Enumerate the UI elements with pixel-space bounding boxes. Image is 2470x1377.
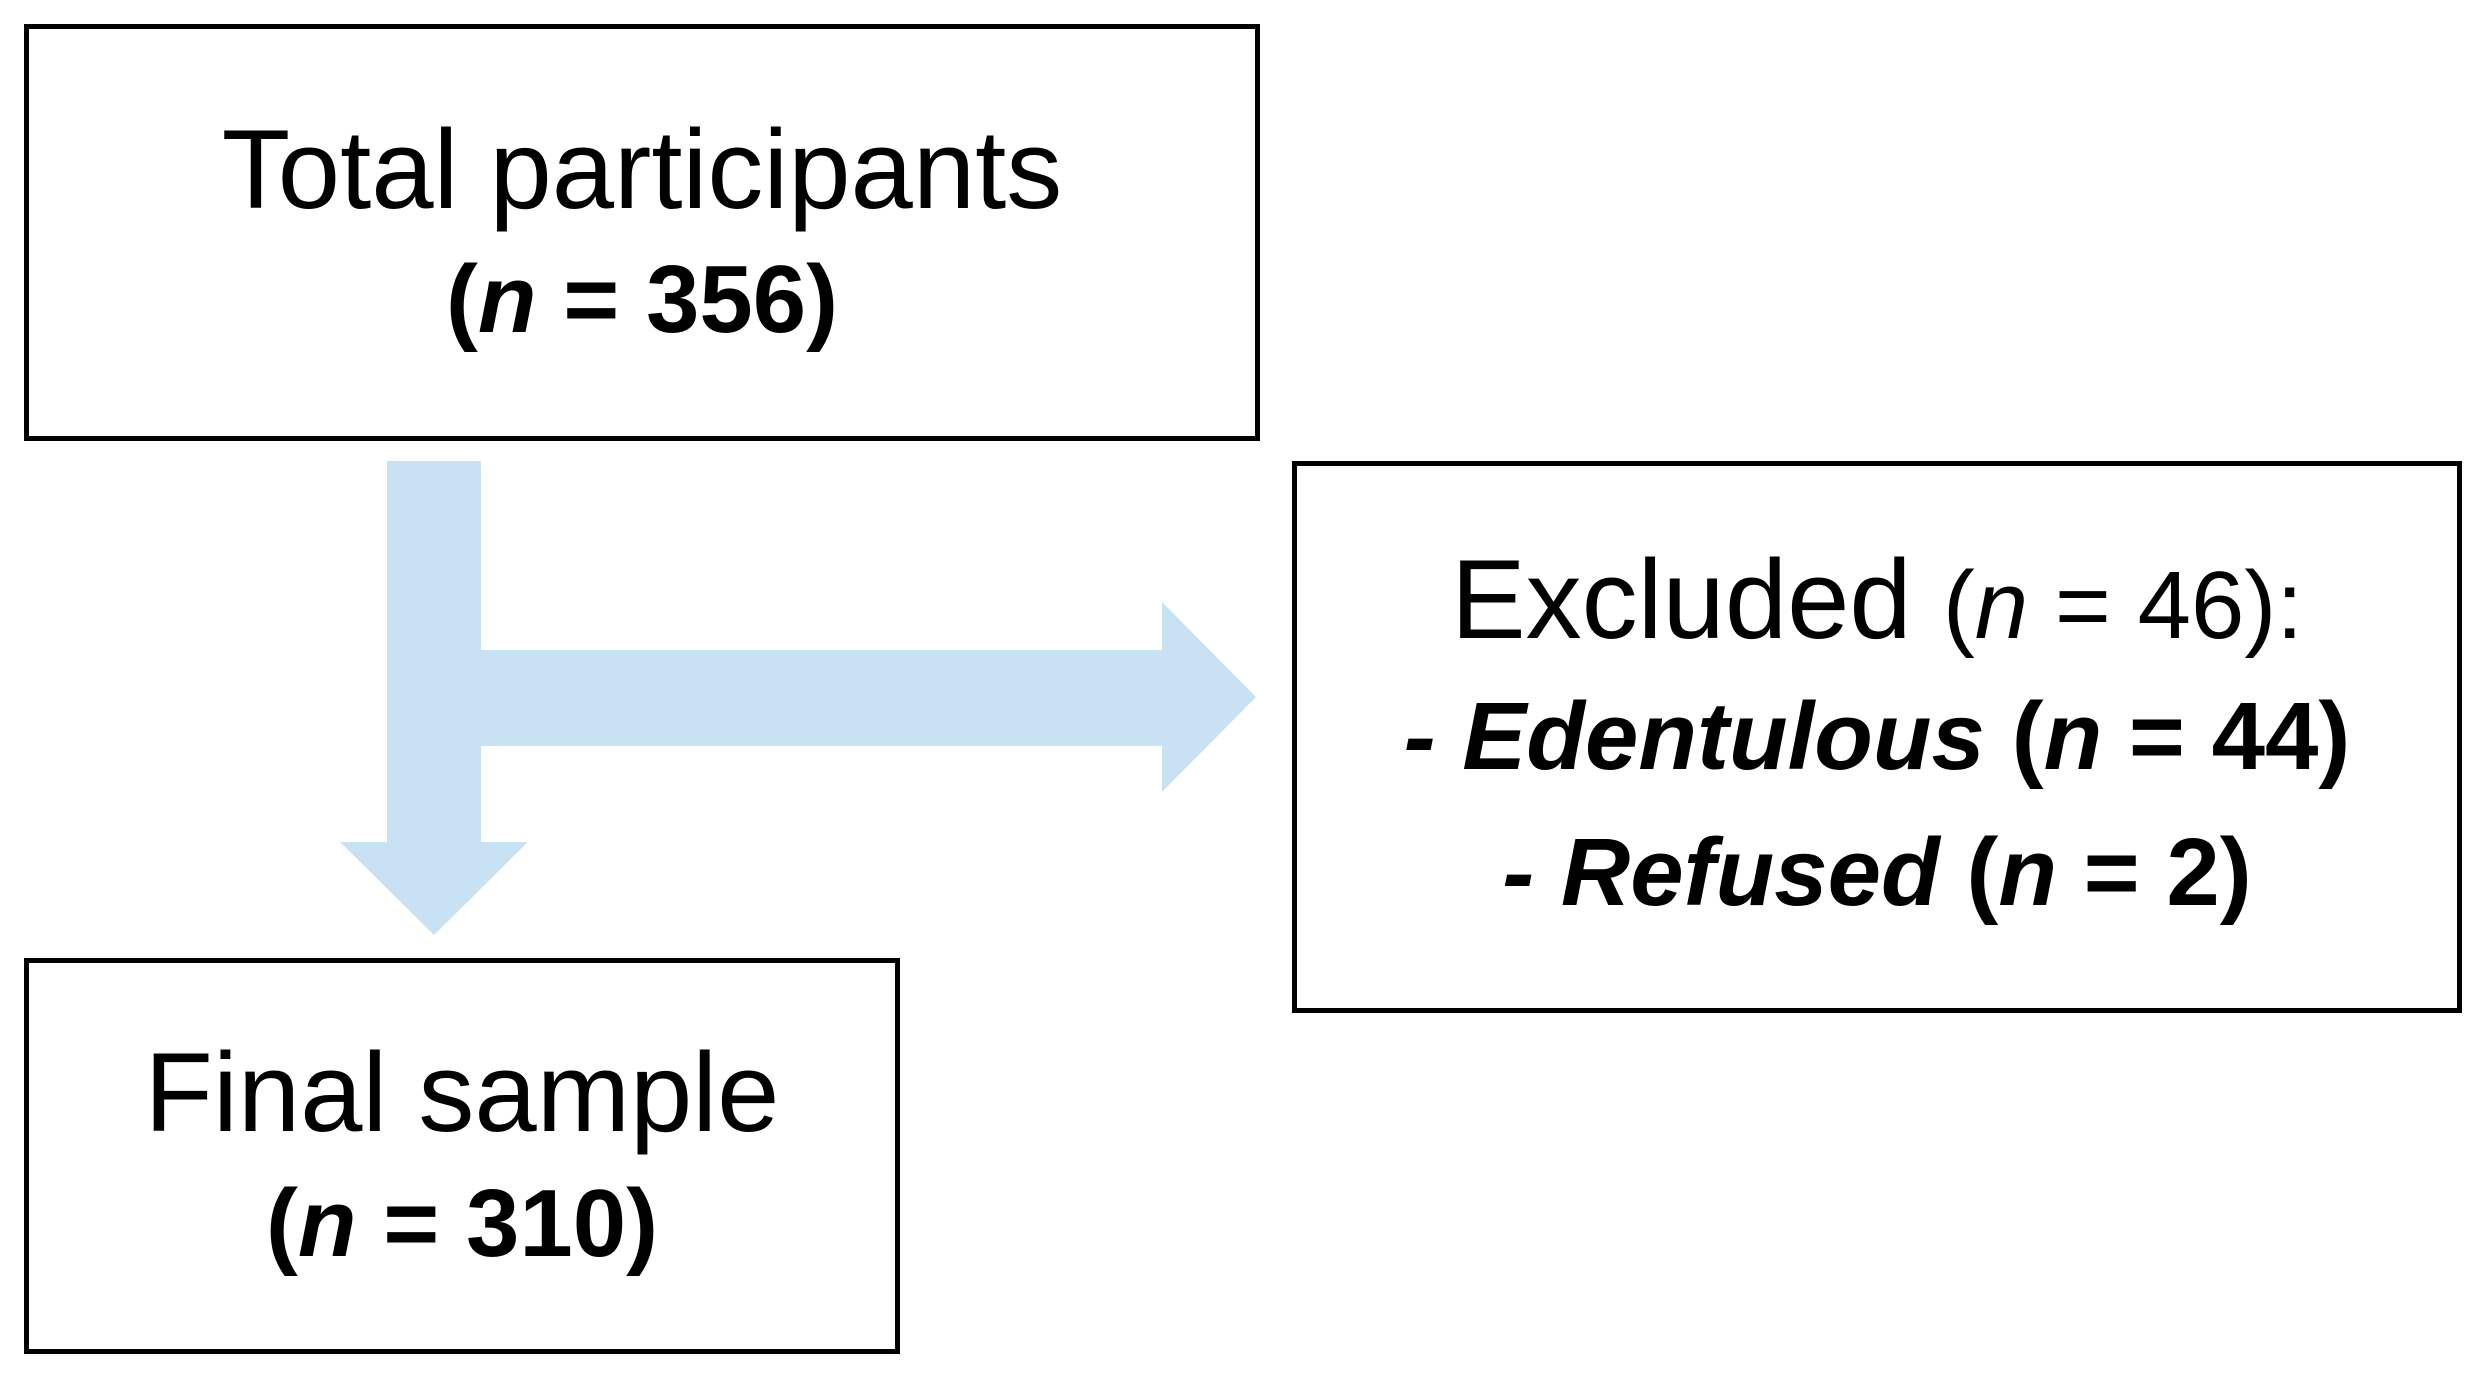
count-value: = 44 (2102, 683, 2319, 790)
total-participants-title: Total participants (221, 106, 1063, 232)
paren-open: ( (1984, 683, 2044, 790)
item-dash: - (1502, 819, 1561, 927)
n-symbol: n (1998, 819, 2057, 927)
paren-close: ) (806, 246, 839, 354)
item-label: Edentulous (1462, 683, 1985, 790)
excluded-count: = 46): (2028, 552, 2304, 660)
final-sample-title: Final sample (144, 1030, 780, 1156)
count-value: = 310 (356, 1169, 627, 1277)
n-symbol: n (477, 246, 537, 354)
n-symbol: n (297, 1169, 357, 1277)
paren-close: ) (2318, 683, 2351, 790)
excluded-item-refused: - Refused (n = 2) (1502, 805, 2251, 941)
count-value: = 2 (2056, 819, 2220, 927)
right-arrow (481, 602, 1256, 792)
total-participants-box: Total participants (n = 356) (24, 24, 1260, 441)
excluded-paren-open: ( (1942, 552, 1975, 660)
n-symbol: n (1974, 552, 2029, 660)
excluded-title: Excluded (n = 46): (1451, 532, 2303, 669)
paren-open: ( (1939, 819, 1999, 927)
item-dash: - (1403, 683, 1463, 790)
excluded-label: Excluded (1450, 537, 1943, 663)
count-value: = 356 (536, 246, 807, 354)
down-arrow (340, 461, 528, 935)
total-participants-count: (n = 356) (446, 238, 838, 363)
excluded-box: Excluded (n = 46): - Edentulous (n = 44)… (1292, 461, 2462, 1013)
final-sample-box: Final sample (n = 310) (24, 958, 900, 1354)
paren-open: ( (265, 1169, 298, 1277)
excluded-item-edentulous: - Edentulous (n = 44) (1404, 669, 2351, 805)
paren-close: ) (626, 1169, 659, 1277)
n-symbol: n (2043, 683, 2103, 790)
item-label: Refused (1560, 819, 1940, 927)
paren-close: ) (2219, 819, 2252, 927)
final-sample-count: (n = 310) (266, 1162, 658, 1287)
paren-open: ( (445, 246, 478, 354)
